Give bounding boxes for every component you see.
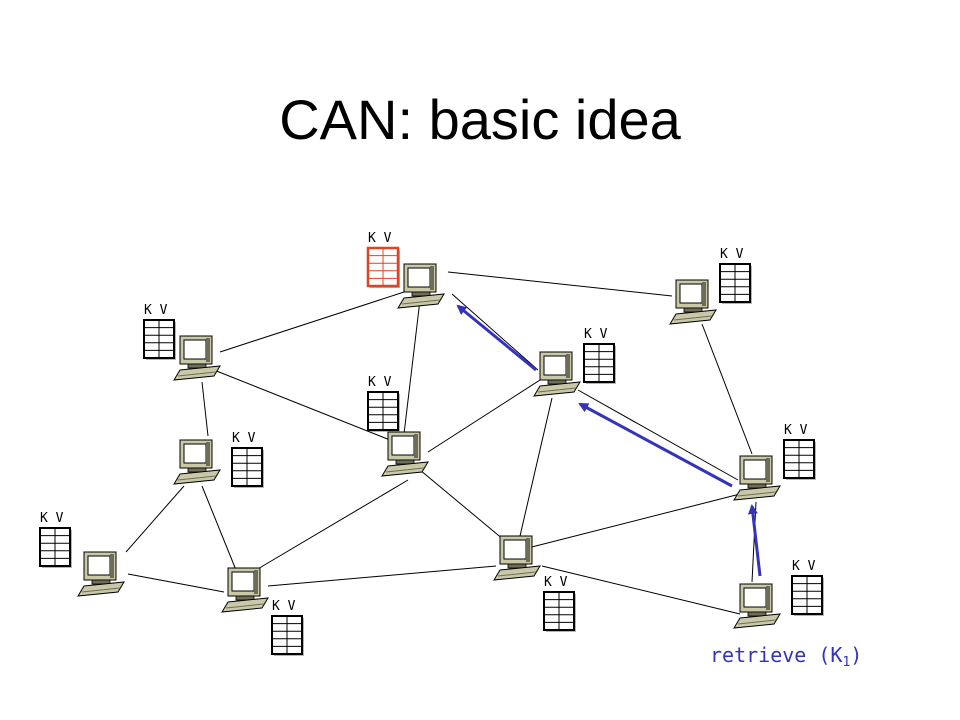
nodes [77,263,781,629]
retrieve-label: retrieve (K1) [710,643,862,670]
edge-lt-ml [201,381,209,437]
edge-bm-bc [267,565,497,587]
edge-mid-r [577,389,739,481]
retrieve-subscript: 1 [842,655,850,670]
kv-table: K V [231,431,264,488]
edge-tr-r [701,323,753,455]
slide-title: CAN: basic idea [279,88,681,151]
kv-table-header: K V [584,327,608,342]
computer-icon [173,335,221,381]
computer-icon [493,535,541,581]
edge-top-lt [219,291,405,353]
kv-table: K V [39,511,72,568]
kv-table-header: K V [368,375,392,390]
kv-table-highlighted: K V [366,231,400,288]
arrow-1 [747,504,762,577]
computer-icon [669,279,717,325]
edge-ctr-bc [419,469,505,541]
edges [125,271,757,615]
kv-table-header: K V [544,575,568,590]
computer-icon [173,439,221,485]
kv-table-header: K V [232,431,256,446]
kv-table: K V [583,327,616,384]
edge-r-br [751,501,757,583]
edge-ml-bm [201,485,237,571]
edge-bc-r [519,493,741,551]
tables: K V K V K V K V K V K V K V K V K V K V K V [39,231,824,656]
kv-table-header: K V [40,511,64,526]
kv-table: K V [543,575,576,632]
edge-bc-br [541,565,741,615]
edge-ml-bl [125,485,185,553]
kv-table-header: K V [272,599,296,614]
edge-top-ctr [403,299,421,435]
edge-mid-bc [519,397,553,537]
computer-icon [77,551,125,597]
arrow-2 [578,402,733,488]
routing-arrows [456,304,762,577]
kv-table-header: K V [144,303,168,318]
computer-icon [221,567,269,613]
kv-table: K V [367,375,400,432]
kv-table-header: K V [784,423,808,438]
kv-table: K V [783,423,816,480]
kv-table: K V [143,303,176,360]
edge-lt-ctr [213,369,391,441]
edge-ctr-mid [427,379,541,453]
arrow-3 [456,304,537,372]
computer-icon [533,351,581,397]
kv-table-header: K V [792,559,816,574]
kv-table-header: K V [720,247,744,262]
retrieve-close: ) [850,643,862,667]
kv-table: K V [791,559,824,616]
computer-icon [397,263,445,309]
computer-icon [381,431,429,477]
edge-bl-bm [127,573,225,593]
retrieve-text: retrieve (K [710,643,842,667]
computer-icon [733,583,781,629]
edge-top-mid [451,293,539,371]
kv-table: K V [719,247,752,304]
kv-table-header: K V [368,231,392,246]
edge-top-tr [447,271,673,297]
kv-table: K V [271,599,304,656]
computer-icon [733,455,781,501]
edge-ctr-bm [255,479,409,571]
